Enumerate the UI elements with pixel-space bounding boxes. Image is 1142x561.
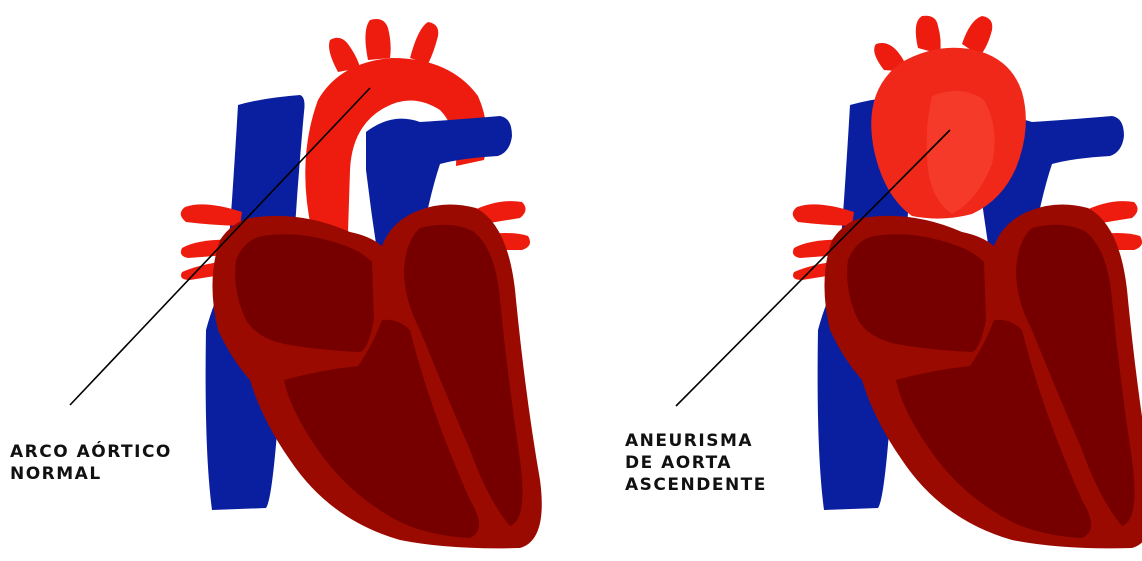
label-aneurysm-line-1: ANEURISMA [625,430,767,452]
label-aneurysm-line-3: ASCENDENTE [625,474,767,496]
label-normal-line-1: ARCO AÓRTICO [10,441,172,463]
label-normal-aortic-arch: ARCO AÓRTICO NORMAL [10,441,172,485]
label-normal-line-2: NORMAL [10,463,172,485]
label-ascending-aorta-aneurysm: ANEURISMA DE AORTA ASCENDENTE [625,430,767,496]
label-aneurysm-line-2: DE AORTA [625,452,767,474]
